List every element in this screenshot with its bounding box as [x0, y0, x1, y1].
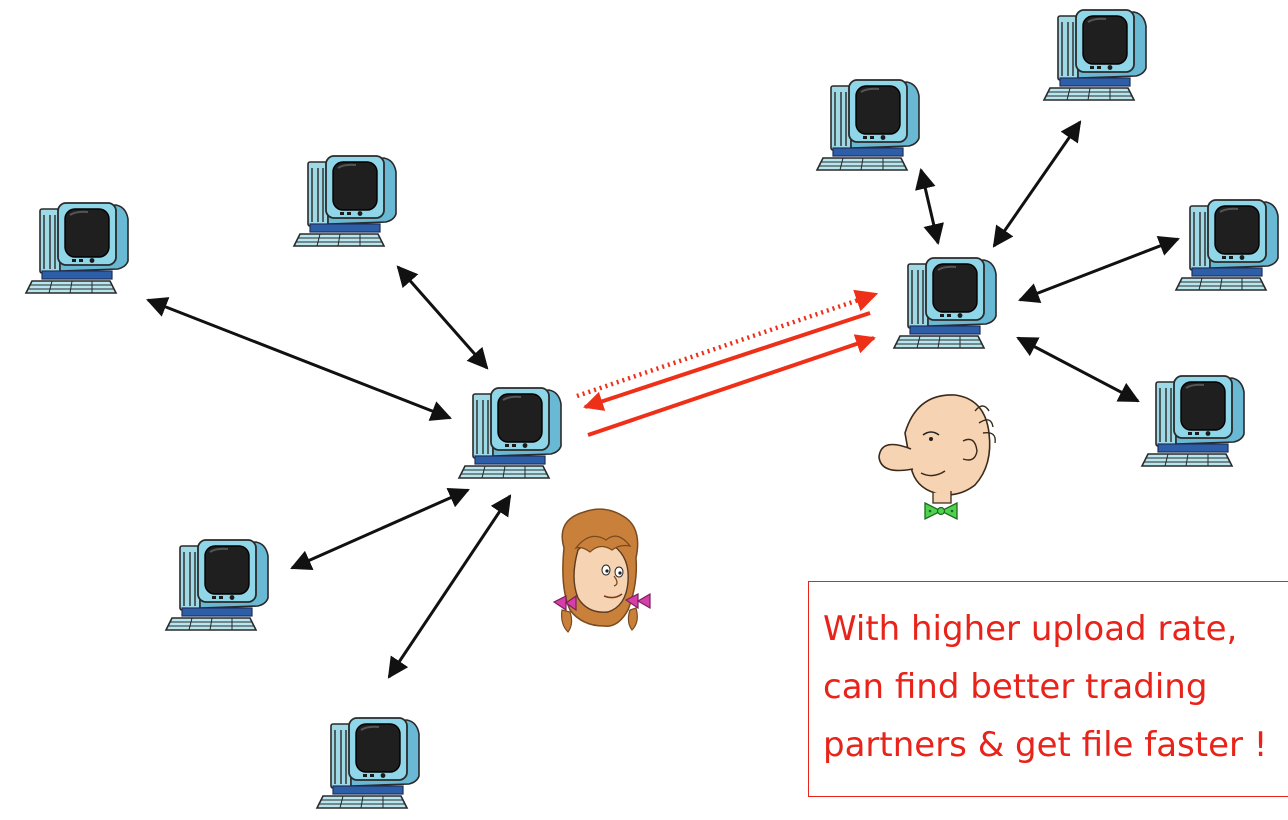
bob-cartoon-icon [878, 394, 996, 521]
optimistic-unchoke-dotted-arrow [576, 289, 879, 399]
alice-peer-computer-icon [458, 387, 562, 479]
callout-line-2: can find better trading [823, 667, 1208, 707]
link-bob-right [1018, 236, 1180, 303]
peer-lower-left-computer-icon [165, 539, 269, 631]
callout-line-3: partners & get file faster ! [823, 725, 1268, 765]
link-bob-top-right [992, 120, 1082, 248]
peer-upper-left-computer-icon [293, 155, 397, 247]
link-bob-lower-right [1016, 336, 1140, 403]
trading-links [576, 289, 879, 437]
callout-line-1: With higher upload rate, [823, 609, 1238, 649]
alice-to-bob-arrow [587, 334, 876, 437]
peer-far-left-computer-icon [25, 202, 129, 294]
bob-peer-computer-icon [893, 257, 997, 349]
peer-top-center-computer-icon [816, 79, 920, 171]
alice-neighbor-links [146, 265, 512, 679]
alice-cartoon-icon [552, 508, 651, 633]
link-alice-far-left [146, 297, 452, 421]
link-alice-upper-left [396, 265, 489, 370]
upload-rate-callout: With higher upload rate, can find better… [808, 581, 1288, 797]
bob-neighbor-links [915, 120, 1180, 403]
peer-bottom-computer-icon [316, 717, 420, 809]
peer-lower-right-computer-icon [1141, 375, 1245, 467]
link-bob-top-center [915, 167, 944, 246]
link-alice-lower-left [290, 488, 470, 570]
bob-to-alice-arrow [583, 311, 871, 411]
link-alice-bottom [387, 494, 512, 679]
peer-right-computer-icon [1175, 199, 1279, 291]
peer-top-right-computer-icon [1043, 9, 1147, 101]
